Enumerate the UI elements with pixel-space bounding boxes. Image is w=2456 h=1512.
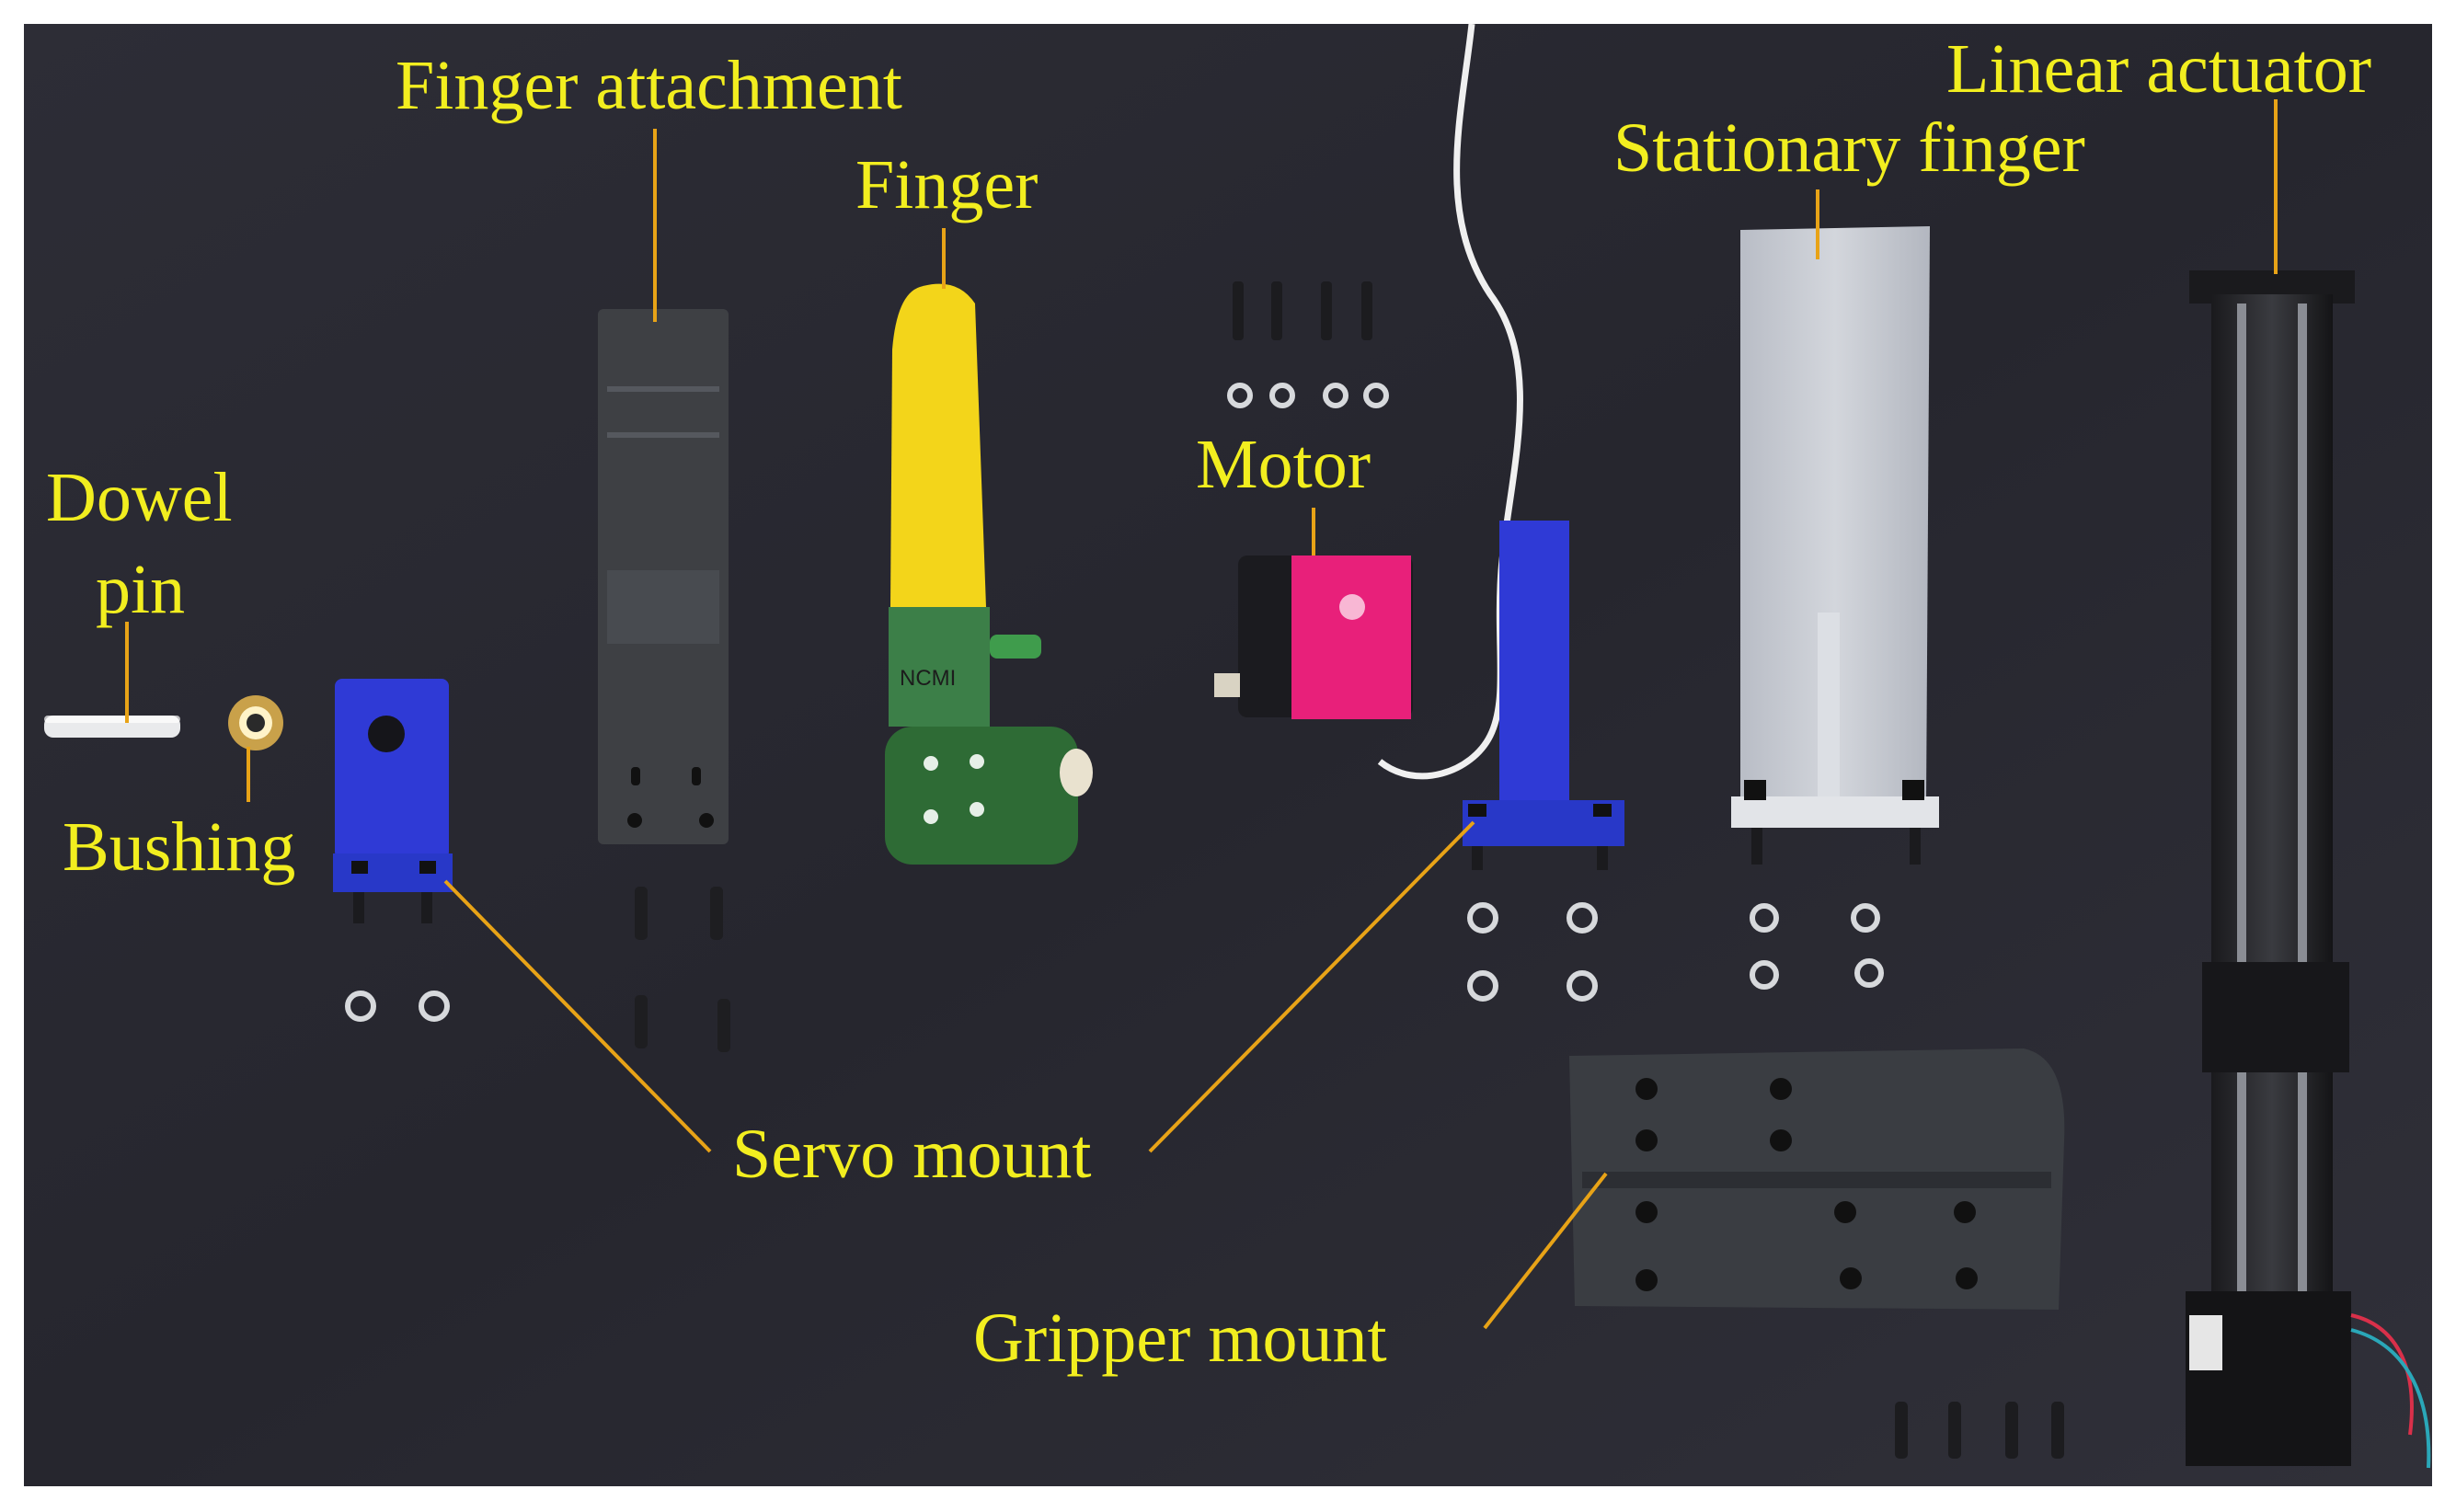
label-dowel: Dowel — [46, 459, 233, 536]
label-gripper-mount: Gripper mount — [973, 1300, 1387, 1377]
motor-part — [1214, 556, 1413, 719]
finger-marker-text: NCMI — [900, 666, 956, 691]
leader-gripper-mount — [1483, 1172, 1608, 1330]
finger-part: NCMI — [885, 283, 1093, 865]
label-finger-attachment: Finger attachment — [396, 47, 902, 124]
leader-servo-mount-right — [1148, 820, 1475, 1153]
label-motor: Motor — [1196, 426, 1371, 503]
leader-servo-mount-left — [443, 879, 712, 1153]
finger-attachment-part — [598, 309, 730, 1052]
tall-servo-mount-part — [1463, 521, 1624, 1002]
label-servo-mount: Servo mount — [732, 1116, 1092, 1193]
leader-lines — [125, 99, 2278, 1330]
motor-screws — [1227, 281, 1389, 408]
gripper-mount-part — [1569, 1048, 2065, 1459]
label-pin: pin — [96, 551, 185, 628]
dowel-pin-part — [44, 716, 180, 738]
bushing-part — [228, 695, 283, 750]
linear-actuator-part — [2186, 270, 2431, 1469]
label-bushing: Bushing — [63, 808, 295, 886]
label-linear-actuator: Linear actuator — [1946, 30, 2371, 108]
label-stationary-finger: Stationary finger — [1613, 109, 2085, 187]
stationary-finger-part — [1731, 226, 1939, 990]
small-servo-mount-part — [333, 679, 453, 1022]
motor-wire — [1377, 23, 1523, 780]
label-finger: Finger — [855, 146, 1038, 223]
